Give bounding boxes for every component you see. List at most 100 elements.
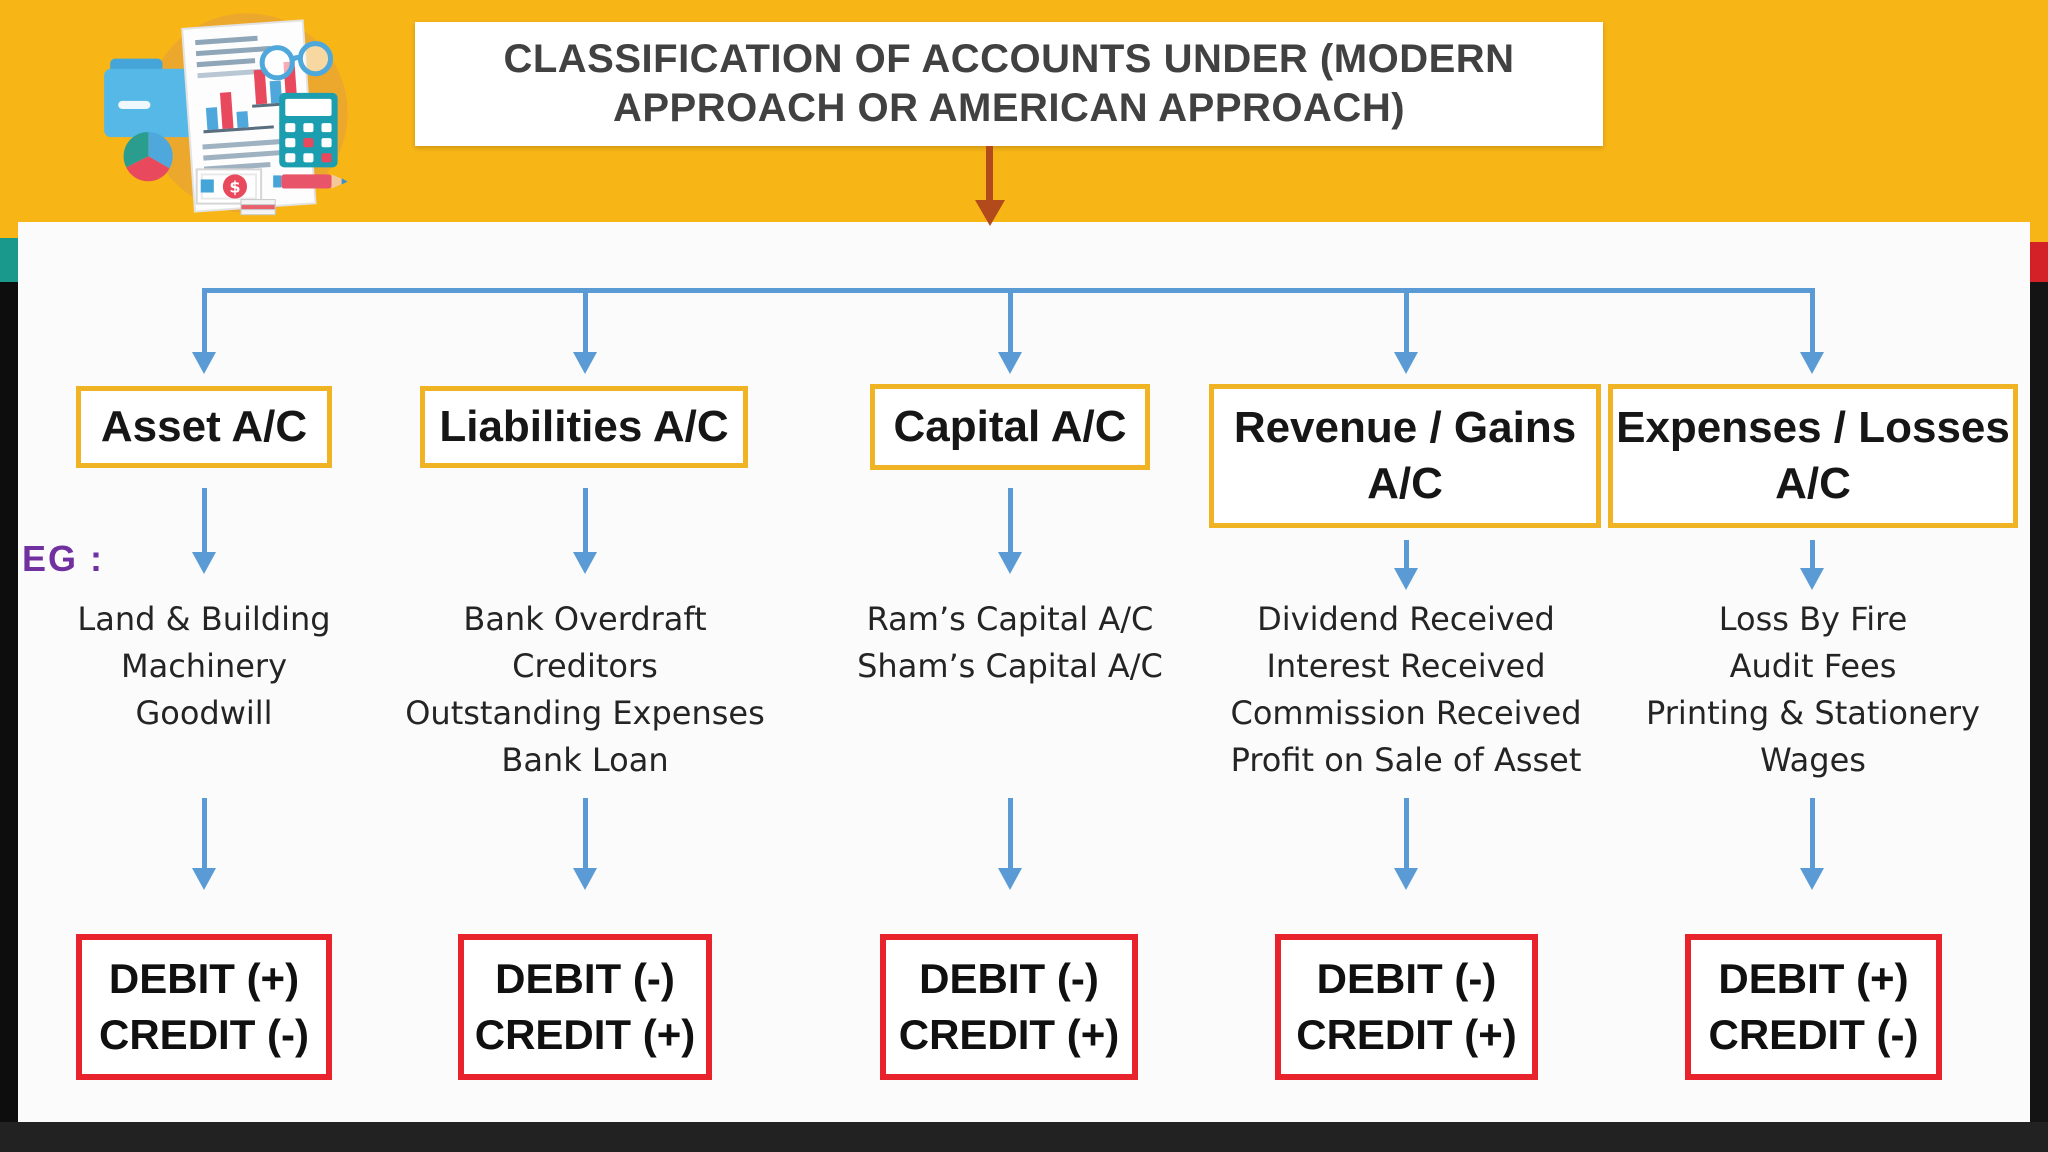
example-item: Ram’s Capital A/C [866,600,1154,638]
arrow-asset-rule-head [192,868,216,890]
arrow-liabilities-rule-head [573,868,597,890]
category-box-expenses: Expenses / Losses A/C [1608,384,2018,528]
category-box-asset: Asset A/C [76,386,332,468]
bottom-strip [0,1122,2048,1152]
arrow-capital-examples [1008,488,1013,552]
credit-rule: CREDIT (+) [474,1011,696,1058]
example-item: Bank Loan [501,741,669,779]
edge-black-left [0,282,18,1152]
arrow-capital-examples-head [998,552,1022,574]
rule-box-asset: DEBIT (+) CREDIT (-) [76,934,332,1080]
examples-expenses: Loss By Fire Audit Fees Printing & Stati… [1593,596,2033,784]
tree-drop-liabilities-head [573,352,597,374]
tree-drop-expenses-head [1800,352,1824,374]
tree-drop-expenses [1810,290,1815,352]
example-item: Printing & Stationery [1646,694,1980,732]
examples-liabilities: Bank Overdraft Creditors Outstanding Exp… [385,596,785,784]
credit-rule: CREDIT (+) [1296,1011,1517,1058]
arrow-revenue-examples [1404,540,1409,568]
rule-box-expenses: DEBIT (+) CREDIT (-) [1685,934,1942,1080]
example-item: Interest Received [1266,647,1546,685]
edge-yellow-left [0,222,18,238]
tree-drop-capital-head [998,352,1022,374]
edge-black-right [2030,282,2048,1152]
debit-rule: DEBIT (-) [495,955,675,1002]
example-item: Sham’s Capital A/C [857,647,1163,685]
category-box-liabilities: Liabilities A/C [420,386,748,468]
examples-capital: Ram’s Capital A/C Sham’s Capital A/C [810,596,1210,690]
example-item: Audit Fees [1729,647,1897,685]
arrow-capital-rule-head [998,868,1022,890]
tree-drop-revenue-head [1394,352,1418,374]
arrow-liabilities-rule [583,798,588,868]
category-box-capital: Capital A/C [870,384,1150,470]
debit-rule: DEBIT (+) [108,955,300,1002]
credit-rule: CREDIT (+) [898,1011,1120,1058]
category-label: Capital A/C [893,402,1127,451]
accounting-illustration: $ [104,13,348,216]
example-item: Dividend Received [1257,600,1555,638]
pie-chart-icon [123,132,173,182]
arrow-revenue-rule [1404,798,1409,868]
debit-rule: DEBIT (+) [1718,955,1909,1002]
coins-icon [240,199,276,216]
example-item: Wages [1760,741,1866,779]
svg-text:$: $ [229,178,240,197]
title-down-arrow-head [975,200,1005,226]
rule-box-liabilities: DEBIT (-) CREDIT (+) [458,934,712,1080]
tree-drop-liabilities [583,290,588,352]
pencil-icon [273,174,348,189]
arrow-revenue-rule-head [1394,868,1418,890]
example-item: Machinery [120,647,288,685]
category-label-line2: A/C [1367,459,1443,508]
slide-title-box: CLASSIFICATION OF ACCOUNTS UNDER (MODERN… [415,22,1603,146]
arrow-asset-examples [202,488,207,552]
debit-rule: DEBIT (-) [919,955,1099,1002]
examples-asset: Land & Building Machinery Goodwill [4,596,404,737]
edge-teal-accent [0,238,18,282]
arrow-liabilities-examples-head [573,552,597,574]
arrow-expenses-examples [1810,540,1815,568]
arrow-expenses-rule [1810,798,1815,868]
tree-drop-revenue [1404,290,1409,352]
rule-box-revenue: DEBIT (-) CREDIT (+) [1275,934,1538,1080]
category-label: Asset A/C [100,402,308,451]
rule-box-capital: DEBIT (-) CREDIT (+) [880,934,1138,1080]
example-item: Land & Building [77,600,331,638]
arrow-expenses-examples-head [1800,568,1824,590]
arrow-revenue-examples-head [1394,568,1418,590]
examples-revenue: Dividend Received Interest Received Comm… [1186,596,1626,784]
money-icon: $ [195,168,263,205]
calculator-icon [279,92,338,168]
bar-chart-icon [203,61,303,134]
arrow-asset-rule [202,798,207,868]
example-item: Goodwill [135,694,273,732]
category-label: Expenses / Losses [1616,403,2010,452]
arrow-liabilities-examples [583,488,588,552]
arrow-asset-examples-head [192,552,216,574]
tree-drop-capital [1008,290,1013,352]
glasses-icon [259,41,334,81]
example-item: Creditors [512,647,658,685]
tree-drop-asset [202,290,207,352]
eg-label: EG : [22,538,105,579]
debit-rule: DEBIT (-) [1316,955,1497,1002]
example-item: Bank Overdraft [463,600,707,638]
slide-title-line2: APPROACH OR AMERICAN APPROACH) [612,86,1406,130]
example-item: Outstanding Expenses [405,694,765,732]
arrow-capital-rule [1008,798,1013,868]
example-item: Profit on Sale of Asset [1230,741,1582,779]
arrow-expenses-rule-head [1800,868,1824,890]
slide-title-line1: CLASSIFICATION OF ACCOUNTS UNDER (MODERN [503,37,1515,81]
title-down-arrow [986,146,993,202]
example-item: Loss By Fire [1718,600,1908,638]
credit-rule: CREDIT (-) [1708,1011,1919,1058]
category-label: Liabilities A/C [439,402,729,451]
edge-yellow-right [2030,222,2048,242]
category-label-line2: A/C [1775,459,1851,508]
tree-drop-asset-head [192,352,216,374]
example-item: Commission Received [1230,694,1582,732]
category-box-revenue: Revenue / Gains A/C [1209,384,1601,528]
category-label: Revenue / Gains [1233,403,1577,452]
